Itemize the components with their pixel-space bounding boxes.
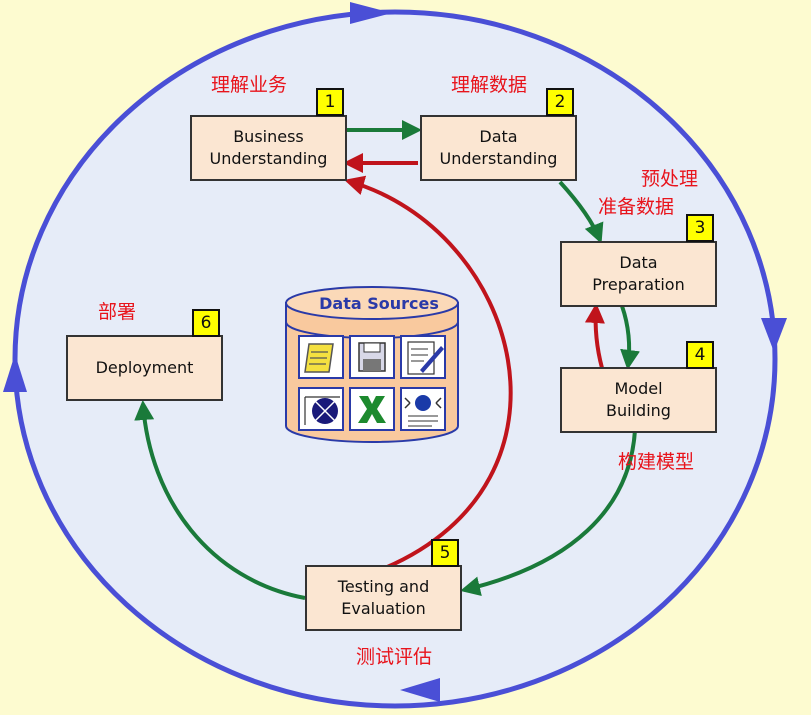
data-sources-title: Data Sources	[319, 294, 439, 313]
phase-label: Data Preparation	[592, 253, 685, 294]
cycle-arrowhead-left	[3, 354, 27, 392]
phase-business-understanding[interactable]: Business Understanding	[190, 115, 347, 181]
document-pen-icon	[400, 335, 446, 379]
phase-chinese-label: 部署	[98, 301, 137, 323]
phase-testing-evaluation[interactable]: Testing and Evaluation	[305, 565, 462, 631]
phase-number-badge: 6	[192, 309, 220, 337]
phase-deployment[interactable]: Deployment	[66, 335, 223, 401]
phase-label: Data Understanding	[439, 127, 558, 168]
phase-data-preparation[interactable]: Data Preparation	[560, 241, 717, 307]
arrow-understanding-to-preparation	[558, 180, 604, 244]
phase-label: Model Building	[606, 379, 671, 420]
floppy-disk-icon	[349, 335, 395, 379]
arrow-modeling-to-preparation	[584, 303, 605, 369]
phase-number-badge: 4	[686, 341, 714, 369]
phase-chinese-label: 构建模型	[618, 451, 695, 473]
cycle-arrowhead-bottom	[400, 678, 440, 702]
scroll-icon	[298, 335, 344, 379]
phase-chinese-label-line1: 预处理	[641, 168, 699, 190]
phase-chinese-label-line2: 准备数据	[598, 196, 675, 218]
phase-model-building[interactable]: Model Building	[560, 367, 717, 433]
cycle-arrowhead-top	[350, 2, 392, 24]
phase-chinese-label: 理解数据	[451, 74, 528, 96]
phase-chinese-label: 理解业务	[211, 74, 288, 96]
arrow-evaluation-to-business	[344, 175, 513, 570]
phase-label: Deployment	[95, 358, 194, 377]
arrow-preparation-to-modeling	[620, 305, 640, 370]
phase-chinese-label: 测试评估	[356, 646, 433, 668]
cycle-arrowhead-right	[761, 318, 787, 352]
arrow-evaluation-to-deployment	[134, 400, 306, 600]
phase-number-badge: 2	[546, 88, 574, 116]
phase-label: Testing and Evaluation	[337, 577, 430, 618]
phase-label: Business Understanding	[209, 127, 328, 168]
web-page-icon	[400, 387, 446, 431]
phase-number-badge: 1	[316, 88, 344, 116]
phase-data-understanding[interactable]: Data Understanding	[420, 115, 577, 181]
excel-icon	[349, 387, 395, 431]
phase-number-badge: 3	[686, 214, 714, 242]
phase-number-badge: 5	[431, 539, 459, 567]
globe-icon	[298, 387, 344, 431]
arrow-modeling-to-evaluation	[460, 429, 637, 597]
